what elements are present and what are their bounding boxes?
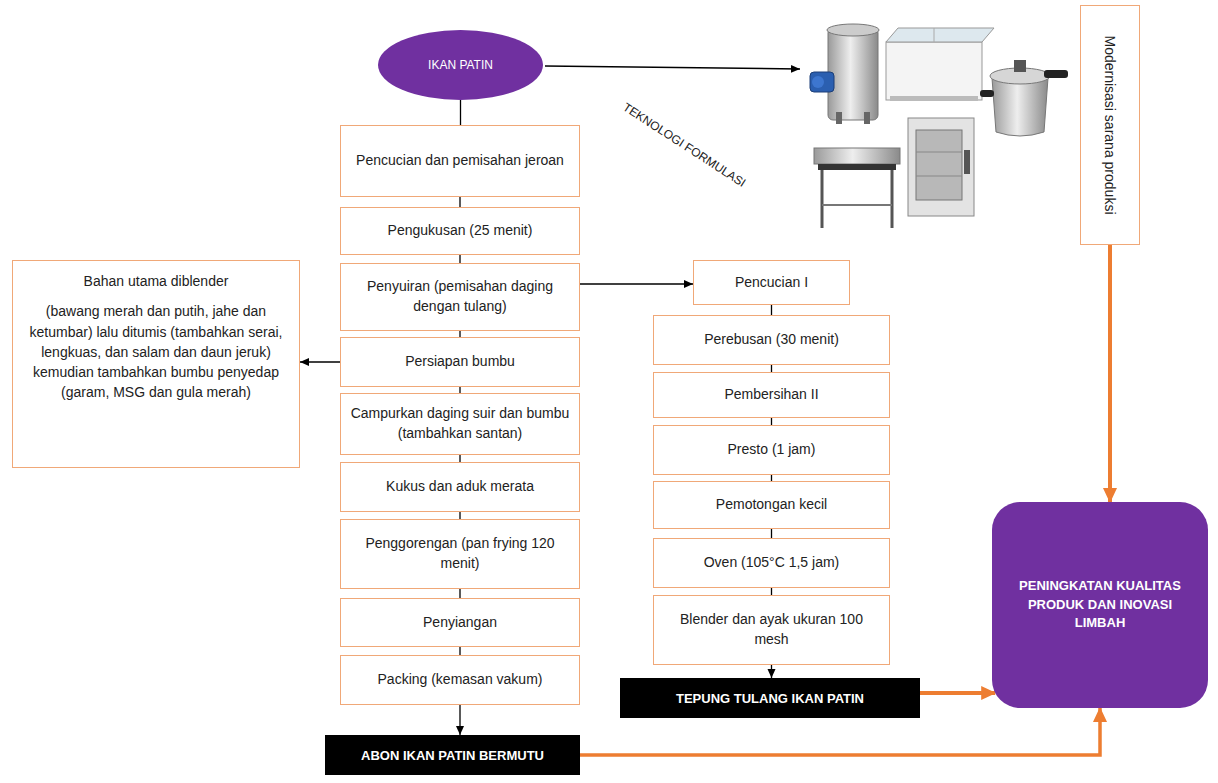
chest-freezer <box>886 28 994 101</box>
node-label: Blender dan ayak ukuran 100 mesh <box>662 610 881 649</box>
process-box: Campurkan daging suir dan bumbu (tambahk… <box>340 393 580 455</box>
process-box: Penyiangan <box>340 598 580 647</box>
node-label: IKAN PATIN <box>428 58 493 72</box>
process-box: Packing (kemasan vakum) <box>340 655 580 705</box>
connector-line <box>580 283 693 284</box>
node-label: Perebusan (30 menit) <box>704 330 839 350</box>
node-label: Kukus dan aduk merata <box>386 477 534 497</box>
product-box: TEPUNG TULANG IKAN PATIN <box>620 678 920 718</box>
node-label: Pembersihan II <box>724 385 818 405</box>
process-box: Pencucian I <box>693 260 850 305</box>
node-label: ABON IKAN PATIN BERMUTU <box>361 748 544 763</box>
node-label: Campurkan daging suir dan bumbu (tambahk… <box>349 404 571 443</box>
start-ellipse: IKAN PATIN <box>378 30 543 100</box>
flow-arrow <box>1108 245 1112 502</box>
node-label: Pengukusan (25 menit) <box>388 221 533 241</box>
node-label: Penyuiran (pemisahan daging dengan tulan… <box>349 277 571 316</box>
connector-line <box>459 255 460 263</box>
process-box: Perebusan (30 menit) <box>653 315 890 365</box>
result-box: PENINGKATAN KUALITAS PRODUK DAN INOVASI … <box>992 502 1208 708</box>
process-box: Pemotongan kecil <box>653 481 890 529</box>
node-label: Presto (1 jam) <box>728 440 816 460</box>
pressure-cooker <box>980 60 1068 136</box>
process-box: Persiapan bumbu <box>340 337 580 387</box>
connector-line <box>459 705 460 735</box>
node-label: TEPUNG TULANG IKAN PATIN <box>676 691 864 706</box>
node-label: Modernisasi sarana produksi <box>1102 36 1118 215</box>
node-label: Persiapan bumbu <box>405 352 515 372</box>
connector-line <box>771 305 772 315</box>
rotated-label: TEKNOLOGI FORMULASI <box>620 100 748 190</box>
connector-line <box>459 197 460 207</box>
note-box: Bahan utama diblender (bawang merah dan p… <box>12 260 300 468</box>
flow-arrow <box>920 691 995 695</box>
process-box: Kukus dan aduk merata <box>340 462 580 512</box>
process-box: Penyuiran (pemisahan daging dengan tulan… <box>340 263 580 331</box>
node-body: (bawang merah dan putih, jahe dan ketumb… <box>23 301 289 402</box>
process-box: Presto (1 jam) <box>653 425 890 475</box>
connector-line <box>459 512 460 519</box>
drying-oven <box>908 118 974 216</box>
connector-line <box>300 361 340 362</box>
side-box: Modernisasi sarana produksi <box>1080 5 1140 245</box>
process-box: Oven (105°C 1,5 jam) <box>653 538 890 588</box>
process-box: Blender dan ayak ukuran 100 mesh <box>653 595 890 665</box>
node-label: Penyiangan <box>423 613 497 633</box>
connector-line <box>459 589 460 598</box>
node-label: Pemotongan kecil <box>716 495 827 515</box>
process-box: Pembersihan II <box>653 372 890 418</box>
equipment-arrow <box>545 66 800 69</box>
node-label: Pencucian I <box>735 273 808 293</box>
connector-line <box>771 365 772 372</box>
node-label: Pencucian dan pemisahan jeroan <box>356 151 564 171</box>
steamer-machine <box>810 24 879 124</box>
connector-line <box>460 100 461 125</box>
node-label: PENINGKATAN KUALITAS PRODUK DAN INOVASI … <box>1010 577 1190 634</box>
node-label: Packing (kemasan vakum) <box>378 670 543 690</box>
connector-line <box>459 455 460 462</box>
process-box: Pencucian dan pemisahan jeroan <box>340 125 580 197</box>
connector-line <box>771 665 772 678</box>
sealer-machine <box>814 148 900 228</box>
connector-line <box>771 588 772 595</box>
node-label: Oven (105°C 1,5 jam) <box>704 553 840 573</box>
product-box: ABON IKAN PATIN BERMUTU <box>325 735 580 775</box>
process-box: Penggorengan (pan frying 120 menit) <box>340 519 580 589</box>
node-label: Penggorengan (pan frying 120 menit) <box>349 534 571 573</box>
connector-line <box>771 529 772 538</box>
connector-line <box>771 418 772 425</box>
process-box: Pengukusan (25 menit) <box>340 207 580 255</box>
node-label: Bahan utama diblender <box>84 271 229 291</box>
connector-line <box>459 647 460 655</box>
